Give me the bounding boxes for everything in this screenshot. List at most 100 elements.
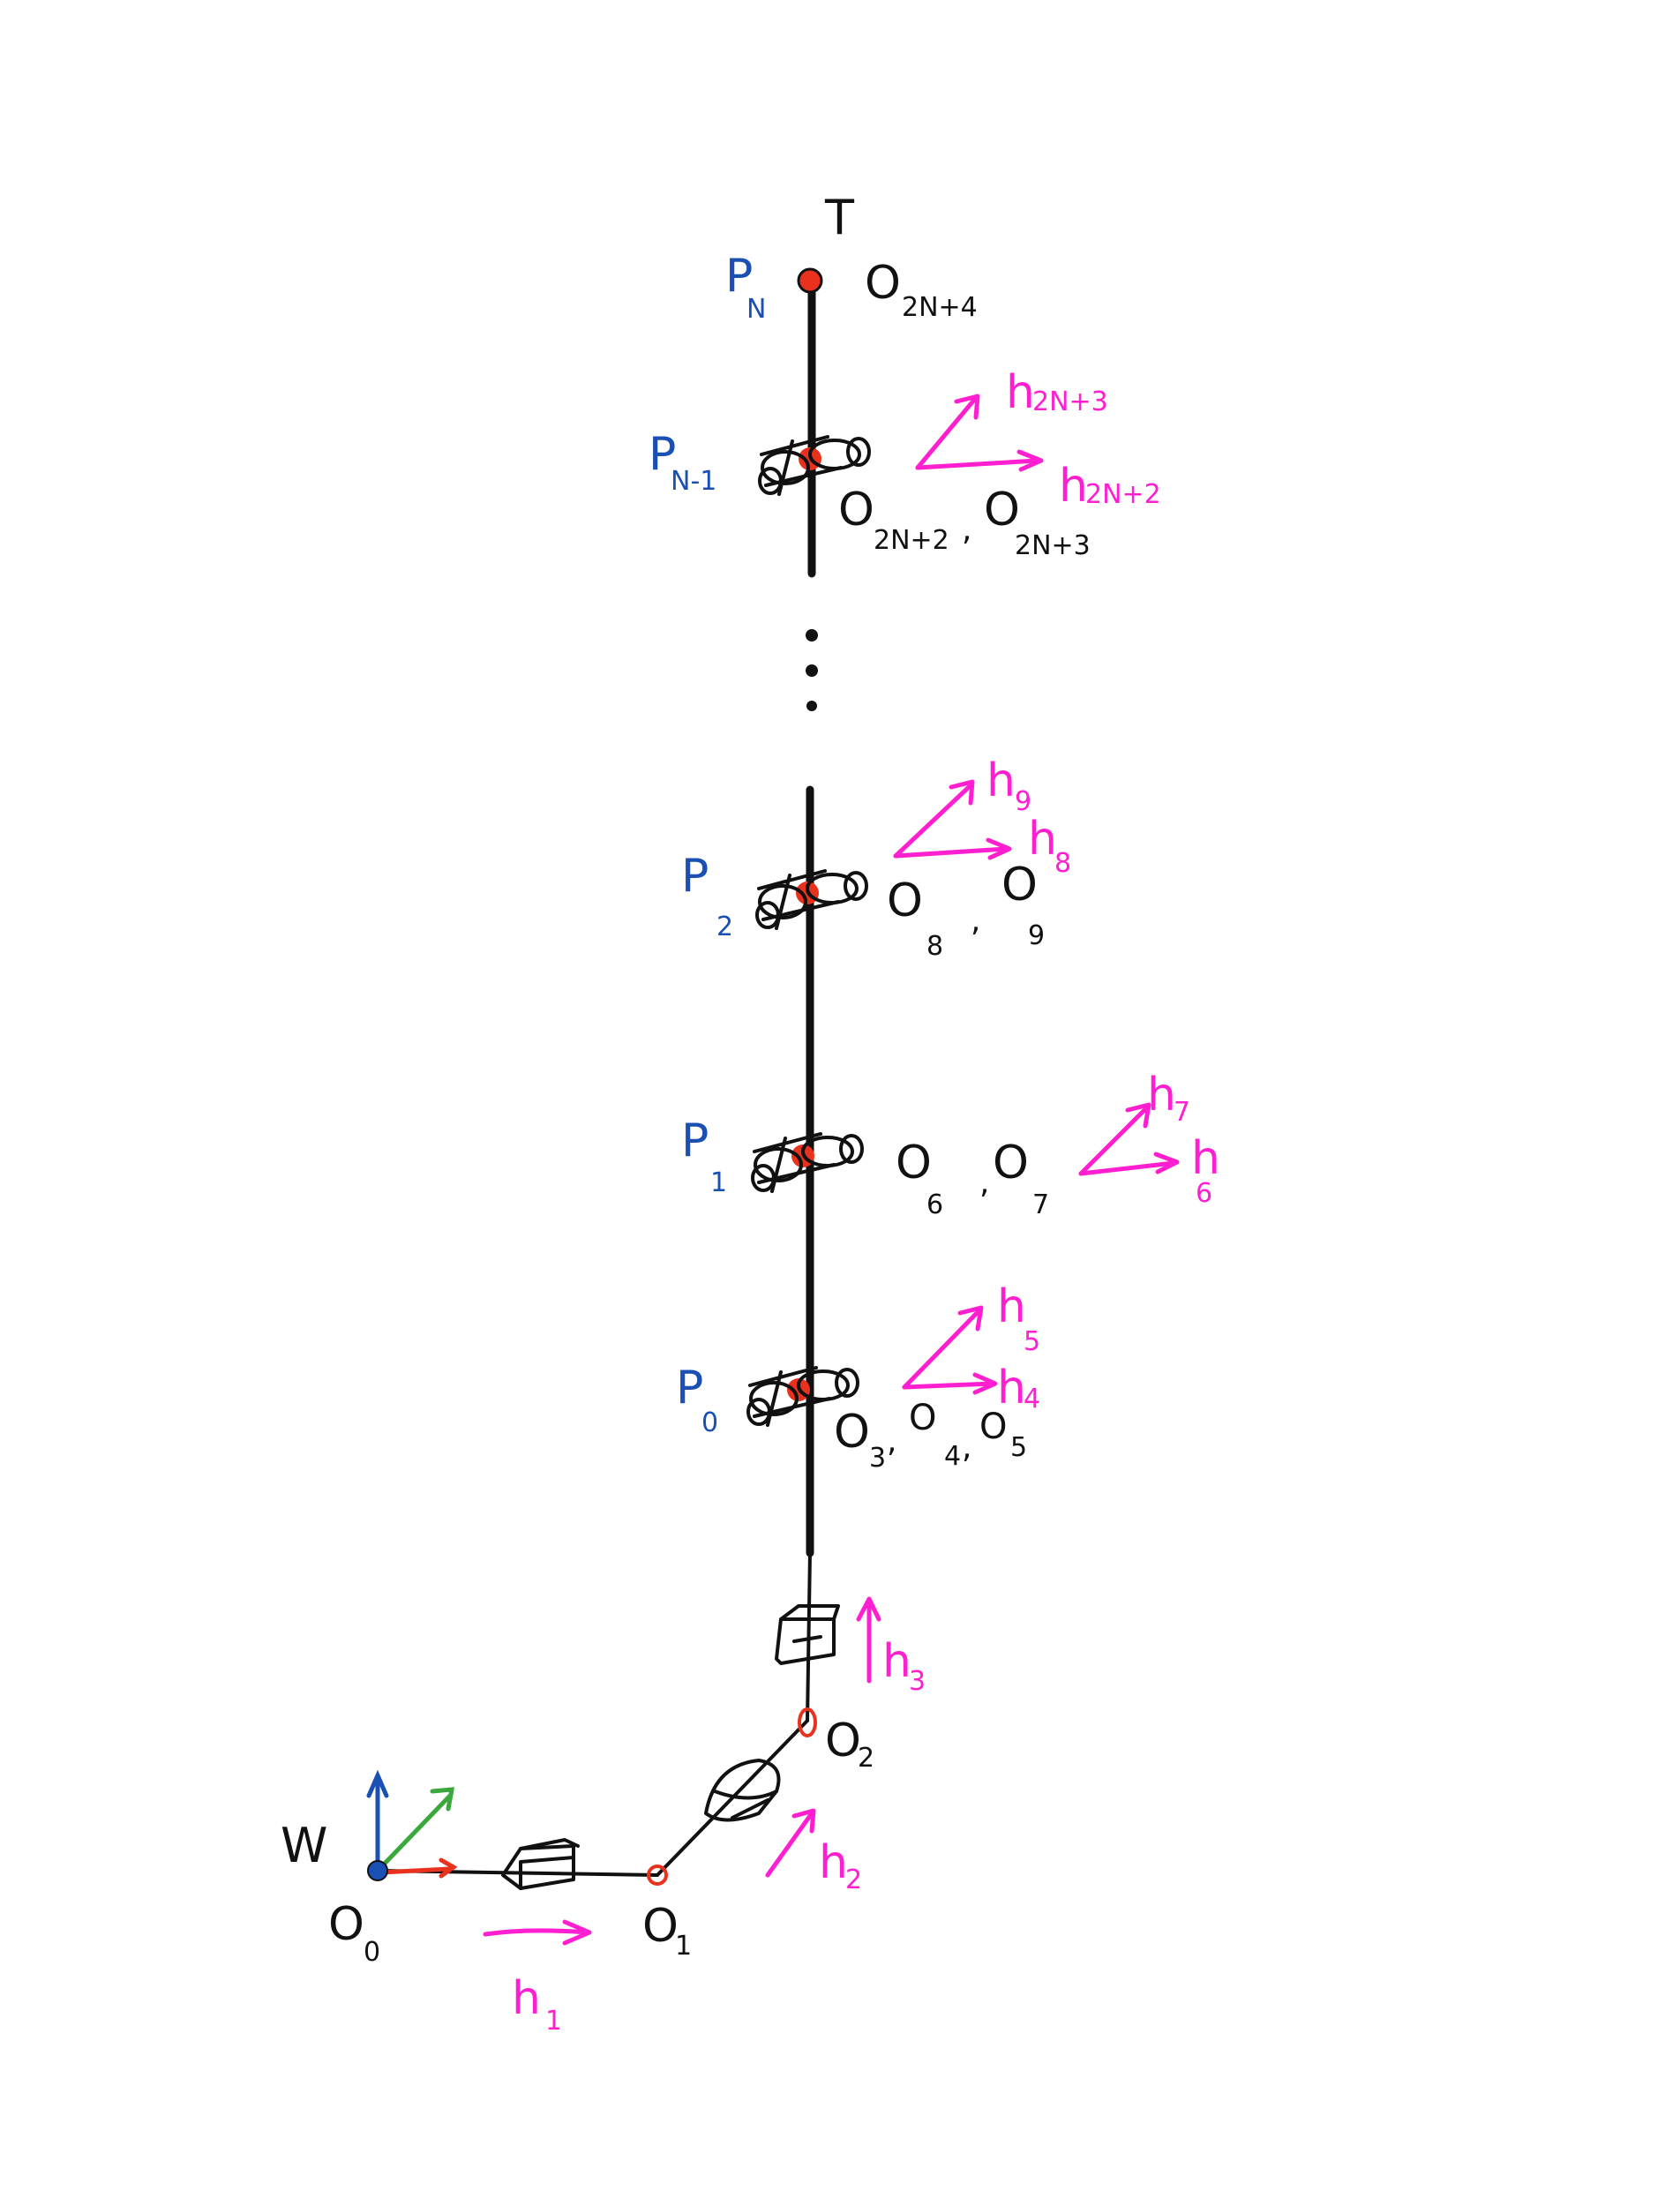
h2n2-arrowhead [1016,449,1044,472]
h8-arrowhead [986,837,1012,860]
o1-label: O [642,1900,679,1953]
h7-label: h [1147,1069,1176,1122]
o-2n2-subscript: 2N+2 [874,525,949,556]
ellipsis-dot [806,629,818,642]
h8-arrow [893,846,1009,859]
p-n1-subscript: N-1 [671,466,716,497]
o3-subscript: 3 [869,1443,886,1474]
p1-subscript: 1 [710,1167,727,1198]
h4-label: h [997,1362,1026,1414]
revolute-joint-2-icon [704,1759,781,1822]
h2n3-arrowhead [954,394,980,420]
h7-arrowhead [1125,1102,1151,1129]
p-n-subscript: N [746,294,766,325]
h9-subscript: 9 [1015,786,1031,817]
h-2n2-label: h [1059,460,1088,513]
h1-arrow [483,1928,589,1937]
p2-subscript: 2 [716,912,733,942]
p2-label: P [681,850,709,903]
spherical-joint-pn1-icon [758,435,871,496]
o-2n2-label: O [838,484,874,536]
origin-tool-marker [797,267,823,294]
h1-label: h [512,1972,541,2025]
o9-subscript: 9 [1028,920,1045,951]
world-frame [366,1769,458,1881]
ellipsis-dot [806,701,817,711]
h9-arrowhead [949,779,975,806]
world-x-axis [379,1866,453,1875]
p-n-label: P [725,250,753,303]
p-n1-label: P [649,428,676,481]
h6-subscript: 6 [1196,1178,1212,1209]
o6-subscript: 6 [926,1189,943,1220]
world-y-arrowhead [430,1787,455,1812]
o-2n4-label: O [865,257,901,310]
comma-separator: , [962,512,971,548]
h6-label: h [1191,1132,1220,1185]
h5-arrow [902,1308,982,1390]
world-y-axis [377,1793,453,1872]
p0-label: P [676,1362,703,1414]
origin-o1-marker [647,1865,668,1886]
h6-arrowhead [1153,1152,1180,1174]
o7-label: O [993,1137,1029,1189]
h9-label: h [986,754,1016,807]
h3-arrowhead [856,1596,881,1622]
h7-subscript: 7 [1174,1097,1190,1128]
o5-subscript: 5 [1010,1432,1027,1463]
o1-subscript: 1 [675,1931,692,1962]
h3-subscript: 3 [909,1666,926,1697]
prismatic-joint-1-icon [501,1838,580,1890]
comma-separator: , [887,1423,896,1459]
p0-subscript: 0 [701,1407,718,1438]
o8-subscript: 8 [926,931,943,962]
o2-label: O [825,1715,861,1767]
h2-subscript: 2 [845,1865,862,1895]
h5-label: h [997,1280,1026,1333]
o4-label: O [909,1398,936,1438]
o7-subscript: 7 [1032,1189,1049,1220]
h2n3-arrow [915,396,978,470]
h-2n2-subscript: 2N+2 [1085,479,1161,510]
link-o2-rod [806,1551,812,1722]
world-z-arrowhead [366,1769,389,1798]
axis-arrows [483,394,1180,1946]
world-origin-marker [367,1860,388,1881]
ellipsis-dot [806,664,818,677]
h4-arrow [902,1381,995,1390]
h8-subscript: 8 [1054,848,1071,879]
world-label: W [281,1818,327,1873]
h6-arrow [1078,1160,1176,1176]
o0-label: O [328,1898,364,1951]
p1-label: P [681,1114,709,1167]
h-2n3-subscript: 2N+3 [1032,386,1108,417]
o0-subscript: 0 [364,1937,380,1968]
prismatic-joint-3-icon [775,1604,840,1665]
h7-arrow [1078,1105,1150,1176]
h2n2-arrow [915,458,1039,470]
comma-separator: , [979,1165,989,1201]
o4-subscript: 4 [944,1441,961,1472]
world-x-arrowhead [439,1857,458,1879]
h3-label: h [882,1635,911,1688]
h1-arrowhead [562,1919,592,1946]
o2-subscript: 2 [858,1743,874,1774]
tool-label: T [824,190,855,245]
h5-subscript: 5 [1024,1326,1040,1357]
origin-o2-marker [798,1707,817,1737]
spherical-joint-p1-icon [751,1132,864,1193]
o6-label: O [896,1137,932,1189]
spherical-joint-p2-icon [755,869,868,930]
o-2n4-subscript: 2N+4 [902,292,978,323]
h2-arrow [765,1811,814,1878]
backbone-rod [806,287,818,1557]
comma-separator: , [962,1429,971,1466]
comma-separator: , [971,903,980,939]
spherical-joint-p0-icon [746,1366,859,1427]
h2-arrowhead [791,1808,816,1834]
h2-label: h [819,1836,848,1889]
h4-subscript: 4 [1024,1384,1040,1414]
o-2n3-subscript: 2N+3 [1015,530,1091,561]
o5-label: O [979,1407,1007,1447]
